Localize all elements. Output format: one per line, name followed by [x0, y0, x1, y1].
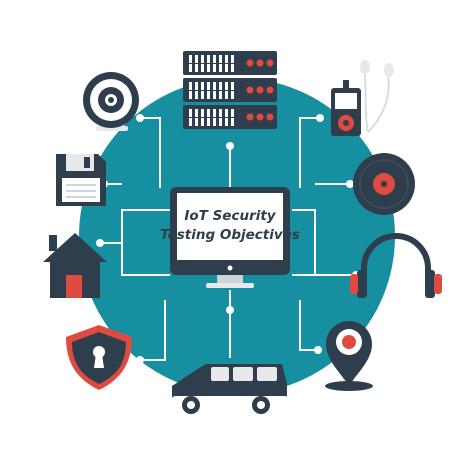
connector-lines: [100, 117, 356, 361]
webcam-icon: [83, 72, 139, 131]
title-line-2: Testing Objectives: [160, 227, 300, 243]
floppy-disk-icon: [56, 154, 106, 206]
car-icon: [172, 364, 288, 414]
title-line-1: IoT Security: [184, 208, 276, 224]
server-rack-icon: [183, 51, 277, 129]
computer-monitor-icon: IoT Security Testing Objectives: [160, 187, 300, 288]
location-pin-icon: [325, 321, 373, 391]
home-icon: [43, 233, 107, 298]
vinyl-record-icon: [353, 153, 415, 215]
headphones-icon: [350, 233, 442, 298]
mp3-player-earphones-icon: [331, 60, 394, 136]
security-shield-keyhole-icon: [66, 325, 132, 390]
